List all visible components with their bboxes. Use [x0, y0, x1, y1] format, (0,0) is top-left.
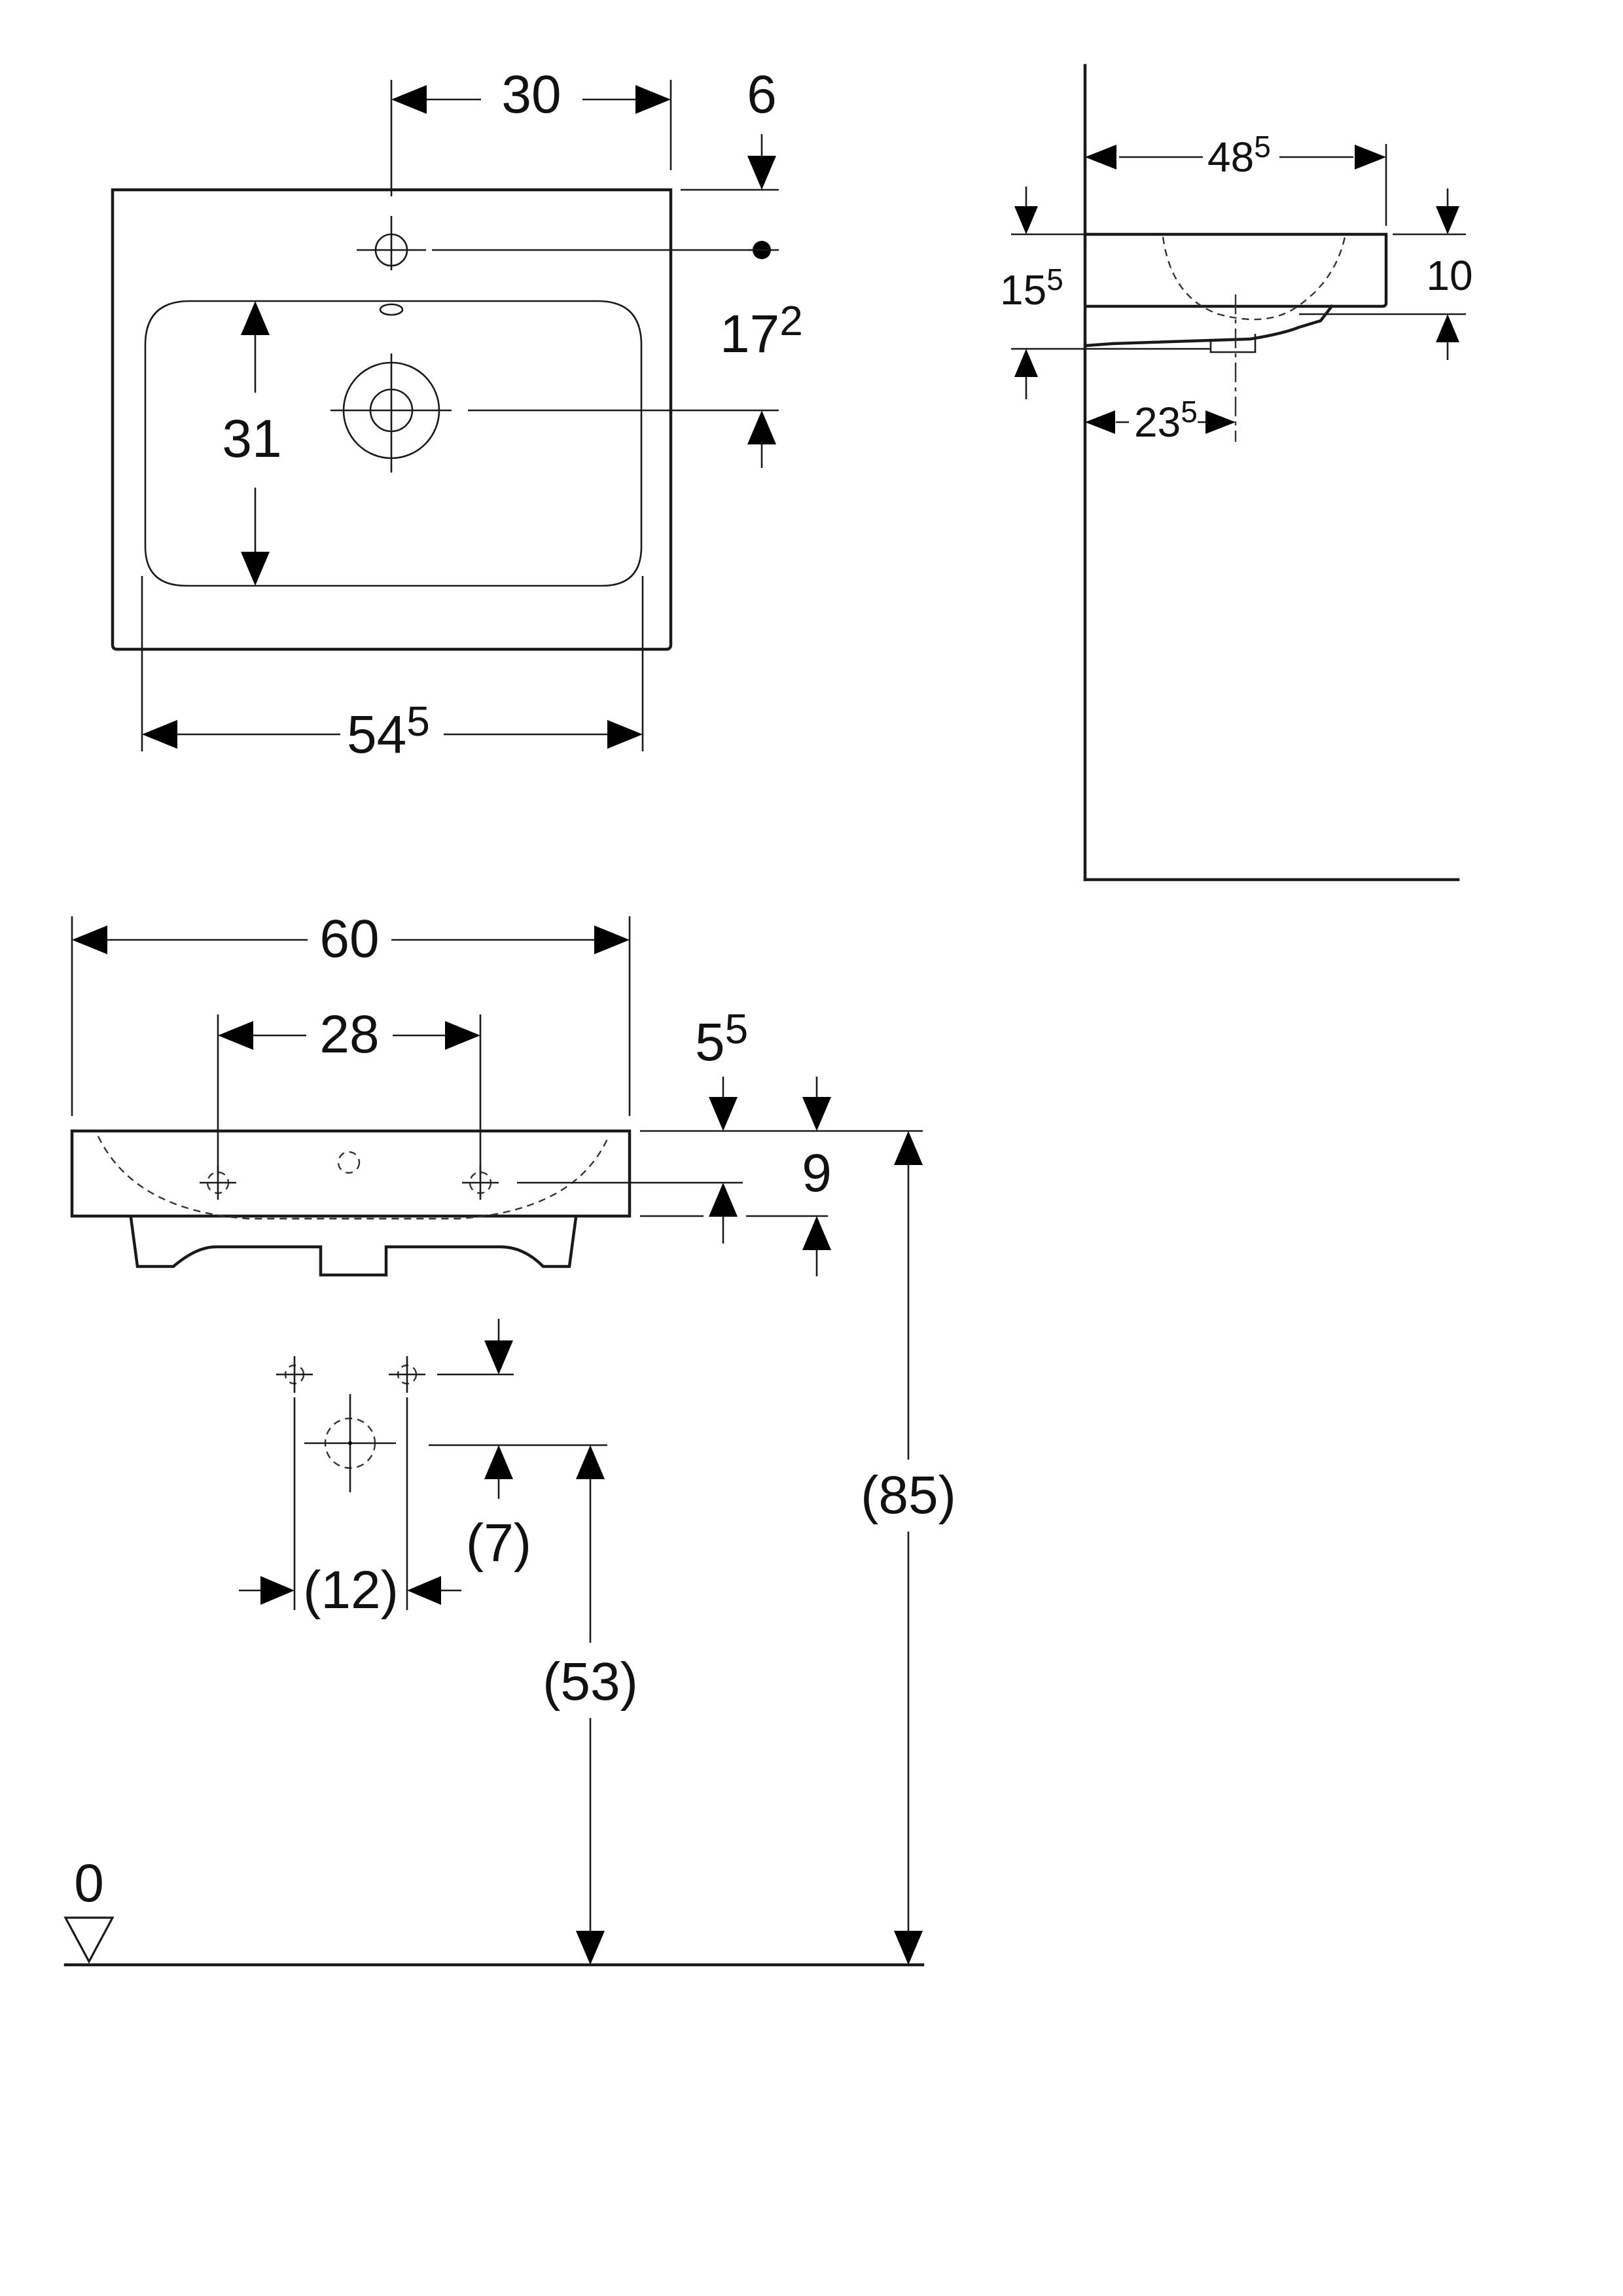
basin-outline-plan — [111, 188, 673, 651]
svg-text:545: 545 — [347, 698, 430, 764]
dim-waste-offset-sup: 2 — [779, 297, 803, 344]
dim-projection: 48 — [1207, 134, 1254, 181]
dim-waste-from-wall: 23 — [1134, 399, 1181, 446]
dim-waste-from-wall-sup: 5 — [1181, 395, 1198, 429]
svg-text:55: 55 — [695, 1005, 748, 1072]
dim-total-height: 15 — [1000, 266, 1046, 314]
dim-rim-height-front: (85) — [861, 1465, 956, 1525]
dim-waste-offset: 17 — [720, 304, 779, 364]
svg-text:485: 485 — [1207, 130, 1271, 181]
svg-text:172: 172 — [720, 297, 803, 364]
dim-overall-width-inner-sup: 5 — [406, 698, 430, 745]
top-view: 30 6 172 31 545 — [111, 65, 803, 764]
dim-tap-from-edge: 30 — [501, 65, 561, 124]
dim-tap-hole-from-back: 6 — [747, 65, 777, 124]
bowl-front-section — [97, 1136, 610, 1220]
side-view: 485 155 10 235 — [1000, 63, 1473, 882]
dim-waste-height: (53) — [543, 1652, 638, 1712]
basin-pedestal-feet — [129, 1215, 578, 1277]
tap-hole-front — [337, 1151, 361, 1174]
dim-rim-height: 10 — [1426, 252, 1472, 299]
supply-left-mark — [276, 1356, 313, 1393]
bowl-section — [1162, 236, 1346, 321]
overflow-opening — [379, 303, 404, 316]
svg-text:235: 235 — [1134, 395, 1198, 446]
basin-profile — [1083, 232, 1388, 308]
dim-supply-offset: (7) — [466, 1513, 531, 1573]
floor-level-label: 0 — [74, 1854, 104, 1913]
svg-text:155: 155 — [1000, 262, 1063, 314]
basin-underside — [1084, 304, 1334, 348]
dim-basin-height: 9 — [802, 1143, 832, 1203]
dim-fixing-spacing: 28 — [319, 1005, 379, 1064]
dim-overall-width: 60 — [319, 909, 379, 969]
basin-front-outline — [70, 1129, 632, 1218]
dim-supply-spacing: (12) — [303, 1560, 399, 1620]
bowl-outline-plan — [144, 300, 643, 587]
waste-stub — [1209, 334, 1257, 353]
dim-overall-width-inner: 54 — [347, 705, 406, 764]
supply-right-mark — [389, 1356, 425, 1393]
dim-bowl-depth: 31 — [222, 409, 281, 469]
front-view: 60 28 55 9 — [63, 909, 956, 1967]
floor-level-symbol — [63, 1916, 115, 1964]
dim-total-height-sup: 5 — [1046, 262, 1063, 296]
waste-connection-mark — [304, 1394, 396, 1492]
dim-fixing-height: 5 — [695, 1013, 725, 1072]
dim-fixing-height-sup: 5 — [725, 1005, 749, 1052]
dim-projection-sup: 5 — [1254, 130, 1271, 164]
